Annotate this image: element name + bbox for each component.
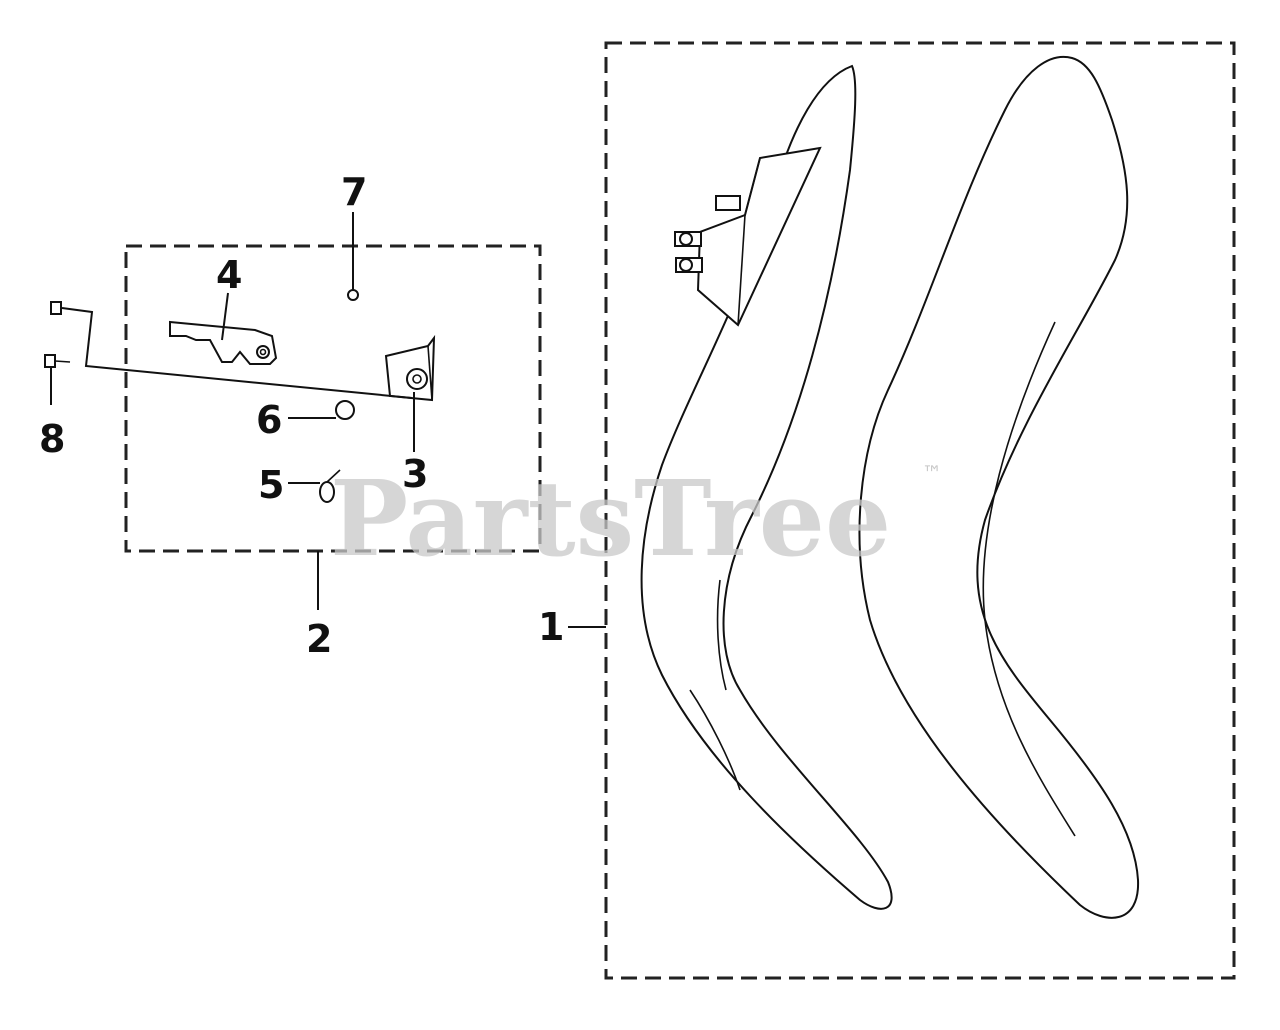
leader-4	[221, 292, 229, 341]
seat-back-panel	[858, 55, 1140, 919]
callout-2: 2	[306, 617, 332, 661]
washer-6	[335, 400, 355, 420]
callout-4: 4	[216, 253, 242, 297]
callout-5: 5	[258, 463, 284, 507]
callout-1: 1	[538, 605, 564, 649]
trademark-symbol: ™	[922, 461, 942, 485]
hardware-kit-box	[124, 244, 542, 553]
callout-7: 7	[341, 170, 367, 214]
seat-hinge-bracket	[674, 146, 822, 327]
latch-plate	[169, 320, 278, 365]
parts-tree-watermark: PartsTree	[330, 457, 891, 580]
rod-8	[44, 301, 413, 399]
bracket-plate	[384, 334, 436, 402]
screw-7	[347, 289, 359, 301]
clip-5	[319, 469, 341, 503]
seat-assembly-box	[604, 41, 1236, 980]
callout-6: 6	[256, 398, 282, 442]
seat-front-panel	[640, 64, 893, 910]
callout-3: 3	[402, 452, 428, 496]
callout-8: 8	[39, 417, 65, 461]
